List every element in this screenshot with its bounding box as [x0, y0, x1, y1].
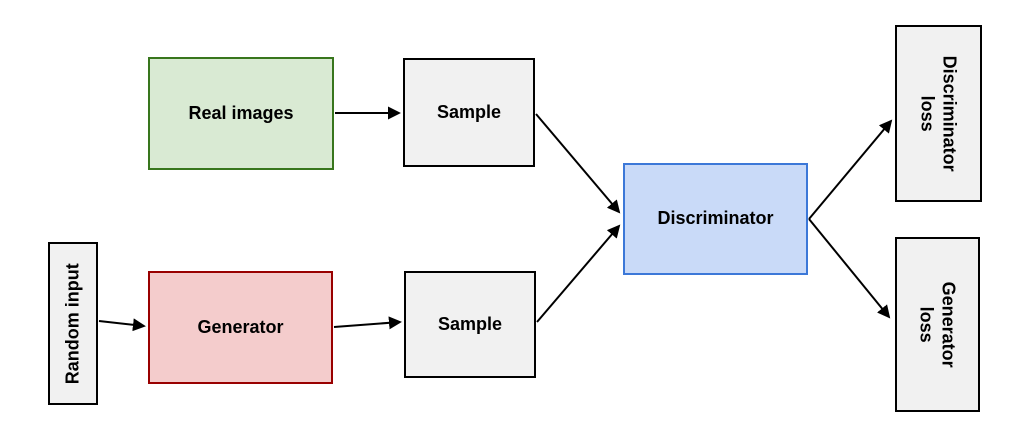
node-generator-loss-label: Generator loss	[917, 281, 960, 368]
node-sample-bottom-label: Sample	[437, 313, 503, 334]
arrow-sample-top-to-discriminator	[535, 113, 621, 214]
node-generator: Generator	[148, 271, 333, 384]
arrow-random-input-to-generator	[98, 318, 146, 332]
node-real-images: Real images	[148, 57, 334, 170]
node-random-input-label: Random input	[62, 263, 83, 384]
node-sample-bottom: Sample	[404, 271, 536, 378]
node-discriminator-label: Discriminator	[657, 208, 774, 229]
node-discriminator: Discriminator	[623, 163, 808, 275]
node-discriminator-loss-label: Discriminator loss	[918, 55, 961, 172]
node-sample-top-label: Sample	[436, 101, 502, 122]
arrow-discriminator-to-generator-loss	[808, 218, 891, 319]
node-generator-loss: Generator loss	[895, 237, 980, 412]
node-sample-top: Sample	[403, 58, 535, 167]
node-real-images-label: Real images	[188, 102, 294, 123]
arrow-discriminator-to-discriminator-loss	[808, 119, 893, 220]
node-generator-label: Generator	[197, 316, 284, 337]
arrow-sample-bottom-to-discriminator	[536, 224, 621, 323]
node-discriminator-loss: Discriminator loss	[895, 25, 982, 202]
node-random-input: Random input	[48, 242, 98, 405]
arrow-generator-to-sample	[333, 316, 402, 330]
